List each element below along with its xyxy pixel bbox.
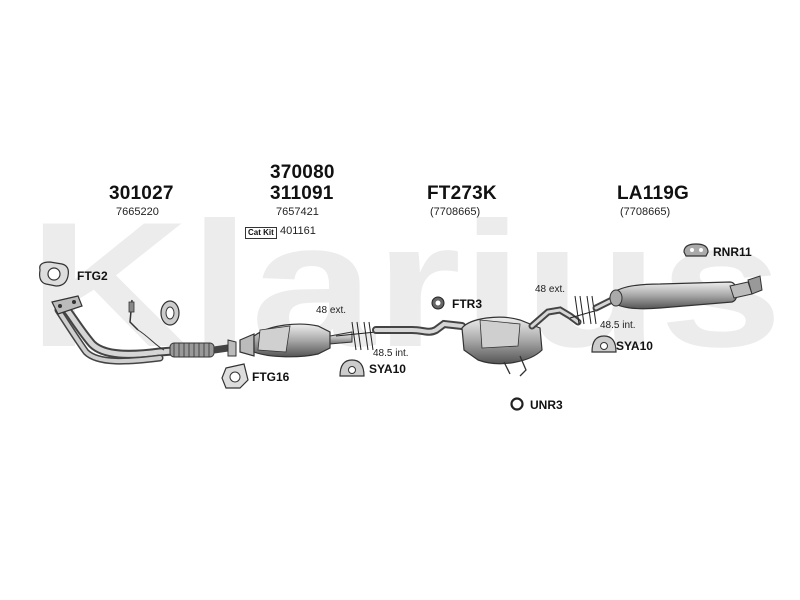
part-number-rear-silencer: LA119G: [617, 183, 689, 204]
dimension-int-a: 48.5 int.: [373, 348, 409, 359]
label-ftg16: FTG16: [252, 370, 290, 384]
cat-kit-number: 401161: [280, 225, 316, 237]
flange-ring-icon: [160, 300, 180, 326]
joint-marks-a: [335, 321, 377, 351]
part-number-catalyst-alt: 370080: [270, 162, 335, 183]
oem-number-centre-silencer: (7708665): [430, 206, 481, 218]
gasket-ftg2-icon: [39, 261, 69, 287]
hanger-rnr11-icon: [683, 243, 709, 257]
downpipe-part: [51, 295, 237, 365]
rear-silencer-part: [592, 275, 763, 312]
watermark-text: Klarius: [28, 198, 783, 368]
centre-silencer-part: [372, 306, 582, 377]
label-ftr3: FTR3: [452, 297, 482, 311]
oem-number-downpipe: 7665220: [116, 206, 159, 218]
label-rnr11: RNR11: [713, 245, 752, 259]
part-number-catalyst: 311091: [270, 183, 334, 204]
dimension-ext-b: 48 ext.: [535, 284, 566, 295]
label-ftg2: FTG2: [77, 269, 108, 283]
part-number-centre-silencer: FT273K: [427, 183, 497, 204]
mount-sya10-icon-a: [339, 359, 365, 377]
oem-number-rear-silencer: (7708665): [620, 206, 671, 218]
cat-kit-badge: Cat Kit: [245, 227, 277, 239]
label-unr3: UNR3: [530, 398, 563, 412]
clamp-ftr3-icon: [431, 296, 445, 310]
dimension-int-b: 48.5 int.: [600, 320, 636, 331]
gasket-ftg16-icon: [221, 363, 249, 389]
catalytic-converter-part: [239, 323, 353, 358]
part-number-downpipe: 301027: [109, 183, 174, 204]
oem-number-catalyst: 7657421: [276, 206, 319, 218]
klarius-watermark: Klarius: [28, 198, 783, 368]
rubber-ring-unr3-icon: [510, 397, 524, 411]
label-sya10-a: SYA10: [369, 362, 406, 376]
dimension-ext-a: 48 ext.: [316, 305, 347, 316]
label-sya10-b: SYA10: [616, 339, 653, 353]
mount-sya10-icon-b: [591, 335, 617, 353]
